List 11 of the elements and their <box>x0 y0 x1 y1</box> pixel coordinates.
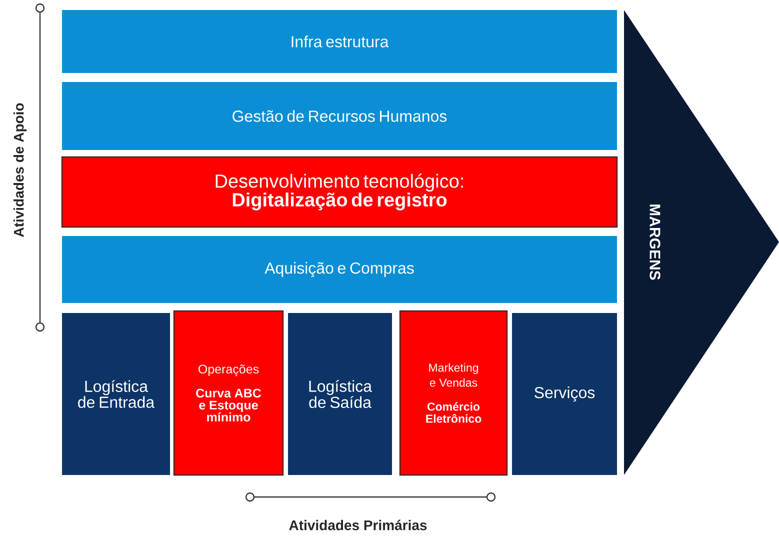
highlight-band: Desenvolvimento tecnológico: Digitalização de registro <box>61 156 618 228</box>
activity-box: Logística de Entrada <box>62 313 170 475</box>
axis-label: Atividades Primárias <box>289 520 427 530</box>
highlight-box: Marketing e Vendas Comércio Eletrônico <box>399 310 508 476</box>
activity-band: Aquisição e Compras <box>62 236 617 303</box>
activity-box: Serviços <box>512 313 617 475</box>
activity-box: Logística de Saída <box>288 313 392 475</box>
activity-band: Infra estrutura <box>62 10 617 73</box>
axis-label: Atividades de Apoio <box>13 103 27 237</box>
activity-band: Gestão de Recursos Humanos <box>62 82 617 150</box>
highlight-box: Operações Curva ABC e Estoque mínimo <box>173 310 284 476</box>
